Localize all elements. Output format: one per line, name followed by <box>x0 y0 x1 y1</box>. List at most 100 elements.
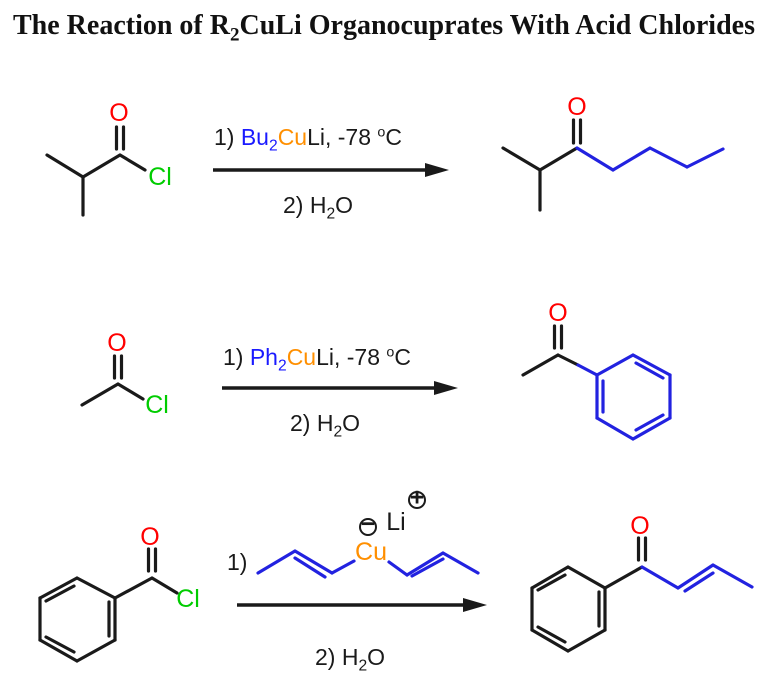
vinyl-double-bond-line <box>410 557 445 578</box>
bond-line <box>521 353 560 377</box>
c-cl-bond-line <box>118 153 147 172</box>
water-post: O <box>335 192 354 218</box>
cu-bond-line <box>387 560 409 577</box>
oxygen-atom-label: O <box>567 93 586 121</box>
rx3-step2-conditions: 2) H2O <box>315 644 385 676</box>
bond-lines <box>521 324 580 377</box>
rx3-step1-number: 1) <box>227 549 247 576</box>
rx3-cuprate-reagent-structure: Cu Li − + <box>256 484 480 579</box>
ring-bond-line <box>38 638 79 663</box>
rx2-step1-conditions: 1) Ph2CuLi, -78 oC <box>223 344 411 376</box>
bond-lines <box>80 354 145 407</box>
title-post: CuLi Organocuprates With Acid Chlorides <box>239 10 755 41</box>
ring-inner-double-line <box>634 413 665 432</box>
ring-bond-line <box>631 416 672 441</box>
bond-line <box>648 146 689 169</box>
lithium-temp-label: Li, -78 <box>307 124 378 150</box>
ring-bond-line <box>38 576 79 600</box>
bond-line <box>685 147 725 169</box>
step-number: 1) <box>227 549 248 575</box>
product-2-acetophenone-structure: O <box>521 299 672 441</box>
ring-bond-line <box>566 628 607 653</box>
minus-sign: − <box>361 510 376 538</box>
ring-bond-line <box>595 416 635 441</box>
chlorine-atom-label: Cl <box>148 163 172 191</box>
c-cl-bond-line <box>116 382 145 401</box>
vinyl-double-bond-line <box>683 571 715 593</box>
r-group-subscript: 2 <box>268 137 278 155</box>
copper-atom-label: Cu <box>355 538 387 566</box>
vinyl-double-bond-line <box>293 556 327 579</box>
chlorine-atom-label: Cl <box>145 391 169 419</box>
ring-bond-line <box>631 353 672 377</box>
r-group-label: Bu <box>240 124 269 150</box>
bond-line <box>45 153 85 179</box>
reactant-3-acid-chloride-structure: O Cl <box>38 523 200 663</box>
propenyl-bond-lines <box>256 549 480 579</box>
rx1-step1-conditions: 1) Bu2CuLi, -78 oC <box>214 124 402 156</box>
bond-line <box>80 382 120 407</box>
bond-line <box>81 153 122 179</box>
ring-inner-double-line <box>634 361 665 380</box>
product-3-enone-structure: O <box>530 512 754 653</box>
water-post: O <box>342 410 361 436</box>
bond-lines <box>38 547 179 663</box>
arrow-head <box>434 381 458 395</box>
plus-sign: + <box>410 484 425 512</box>
bond-lines <box>530 536 648 653</box>
bond-line <box>441 551 480 575</box>
bond-line <box>556 353 580 367</box>
bond-line <box>603 565 644 590</box>
bond-line <box>501 146 542 172</box>
water-pre: 2) H <box>315 644 359 670</box>
celsius-label: C <box>394 344 411 370</box>
title-subscript: 2 <box>229 24 240 46</box>
bond-line <box>575 146 615 172</box>
ring-bond-line <box>530 628 570 653</box>
ring-inner-double-line <box>44 584 76 603</box>
copper-label: Cu <box>286 344 317 370</box>
reactant-1-acid-chloride-structure: O Cl <box>45 99 172 217</box>
water-pre: 2) H <box>283 192 327 218</box>
bond-line <box>293 549 334 575</box>
bond-lines <box>45 125 147 217</box>
product-1-ketone-structure: O <box>501 93 725 212</box>
lithium-atom-label: Li <box>386 508 405 536</box>
bond-line <box>256 549 297 575</box>
ring-inner-double-line <box>44 635 76 654</box>
ring-bond-line <box>75 638 117 663</box>
ring-bond-line <box>530 565 570 590</box>
bond-line <box>611 146 652 172</box>
bond-line <box>538 146 579 172</box>
water-subscript: 2 <box>326 205 336 223</box>
oxygen-atom-label: O <box>109 99 128 127</box>
oxygen-atom-label: O <box>548 299 567 327</box>
cu-bond-line <box>330 559 356 575</box>
new-propenyl-bond-lines <box>640 563 754 593</box>
c-cl-bond-line <box>150 576 179 595</box>
rx1-step2-conditions: 2) H2O <box>283 192 353 224</box>
title-pre: The Reaction of R <box>13 10 230 41</box>
r-group-subscript: 2 <box>277 357 287 375</box>
oxygen-atom-label: O <box>630 512 649 540</box>
positive-charge-icon: + <box>408 484 426 512</box>
water-pre: 2) H <box>290 410 334 436</box>
water-post: O <box>367 644 386 670</box>
bond-line <box>676 563 715 590</box>
reaction-arrow-3 <box>237 598 487 612</box>
r-group-label: Ph <box>249 344 278 370</box>
celsius-label: C <box>385 124 402 150</box>
reaction-arrow-1 <box>213 163 449 177</box>
reaction-arrow-2 <box>222 381 458 395</box>
negative-charge-icon: − <box>359 510 377 538</box>
rx2-step2-conditions: 2) H2O <box>290 410 360 442</box>
new-butyl-bond-lines <box>575 146 725 172</box>
step-number: 1) <box>223 344 250 370</box>
page-title: The Reaction of R2CuLi Organocuprates Wi… <box>0 10 768 47</box>
bond-lines <box>501 118 583 212</box>
oxygen-atom-label: O <box>140 523 159 551</box>
reactant-2-acid-chloride-structure: O Cl <box>80 329 169 419</box>
oxygen-atom-label: O <box>107 329 126 357</box>
lithium-temp-label: Li, -78 <box>316 344 387 370</box>
